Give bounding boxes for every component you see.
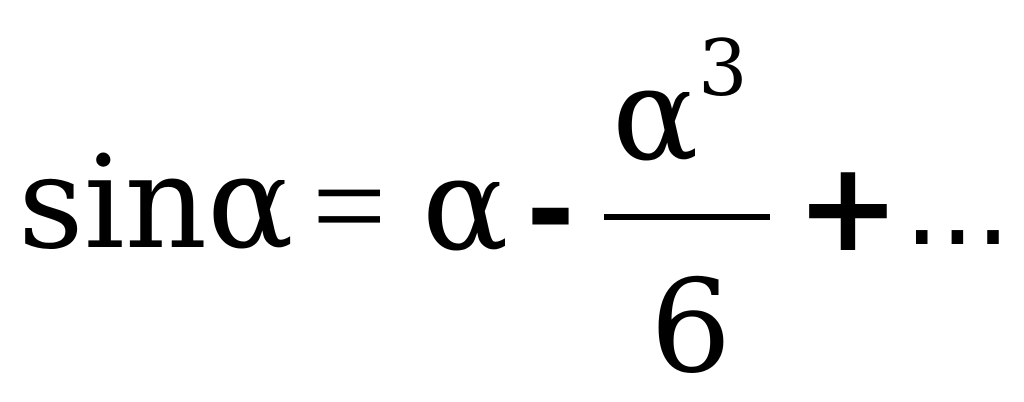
fraction-numerator-exponent: 3 <box>698 24 748 114</box>
formula-ellipsis: ... <box>904 141 1011 271</box>
formula-equals-sign: = <box>312 132 387 279</box>
fraction-numerator: α <box>612 41 699 190</box>
formula-plus-sign: + <box>796 136 900 280</box>
fraction-bar <box>604 214 770 220</box>
formula-alpha-term: α <box>422 131 509 280</box>
fraction-denominator: 6 <box>650 253 732 402</box>
formula-minus-sign: - <box>526 140 575 278</box>
formula-lhs-sin-alpha: sinα <box>18 129 294 278</box>
